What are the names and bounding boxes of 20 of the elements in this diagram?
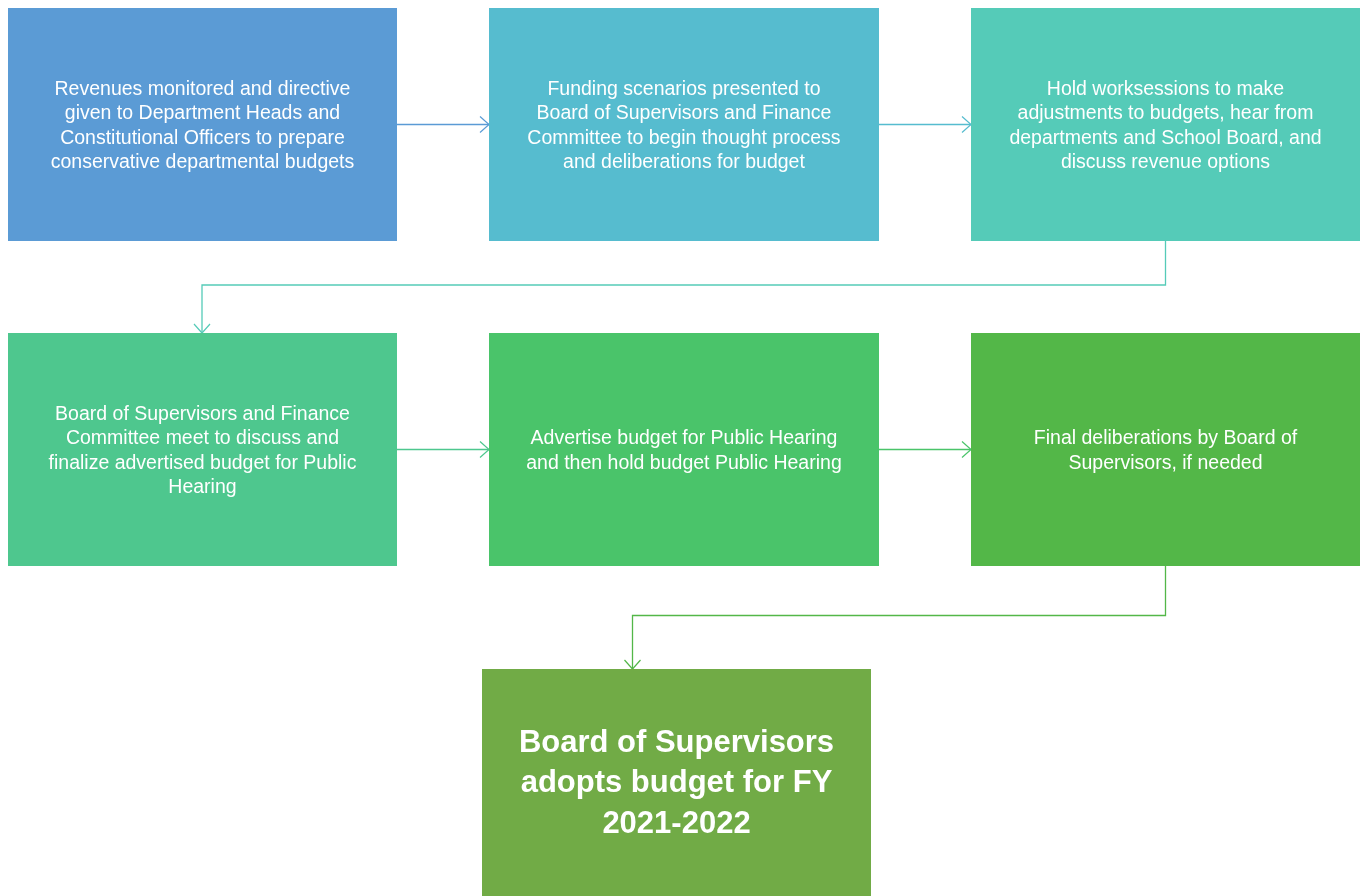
step-text: Board of Supervisors and Finance Committee meet to discuss and finalize advertised budget for Public Hearing: [47, 400, 358, 499]
process-box: [482, 669, 871, 896]
arrow: [878, 115, 972, 134]
process-box: [8, 8, 397, 241]
step-text: Final deliberations by Board of Supervisors, if needed: [1032, 425, 1299, 474]
process-box: [489, 333, 879, 566]
step-text: Funding scenarios presented to Board of Supervisors and Finance Committee to begin thought process and deliberations for budget: [526, 75, 842, 174]
step-text: Advertise budget for Public Hearing and then hold budget Public Hearing: [525, 425, 843, 474]
process-box: [971, 333, 1360, 566]
step-text: Hold worksessions to make adjustments to budgets, hear from departments and School Board, and discuss revenue options: [1008, 75, 1323, 174]
arrow: [396, 115, 490, 134]
step-text: Revenues monitored and directive given to Department Heads and Constitutional Officers to prepare conservative departmental budgets: [49, 75, 356, 174]
process-box: [489, 8, 879, 241]
process-box: [8, 333, 397, 566]
result-text: Board of Supervisors adopts budget for FY 2021-2022: [517, 723, 836, 842]
arrow: [623, 565, 1167, 670]
arrow: [193, 240, 1167, 334]
arrow: [878, 440, 972, 459]
arrow: [396, 440, 490, 459]
process-box: [971, 8, 1360, 241]
